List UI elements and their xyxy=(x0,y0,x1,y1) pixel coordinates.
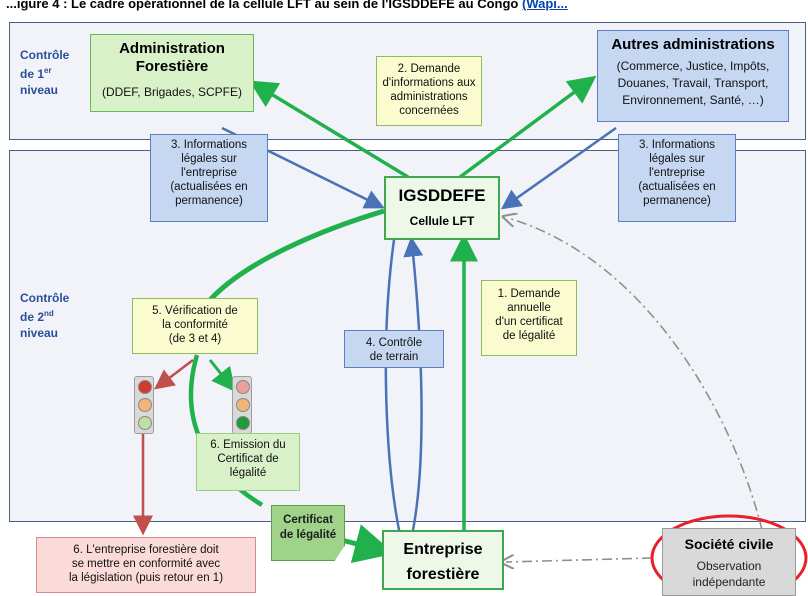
traffic-light-green xyxy=(232,376,252,434)
green-bulb-off-icon xyxy=(138,416,152,430)
admin-forestiere-subtitle: (DDEF, Brigades, SCPFE) xyxy=(101,85,243,99)
admin-forestiere-box: Administration Forestière (DDEF, Brigade… xyxy=(90,34,254,112)
certificat-legalite-document: Certificat de légalité xyxy=(271,505,345,561)
dashdot-societe-to-entreprise xyxy=(506,558,653,562)
arrow-entreprise-to-igsddefe-loop xyxy=(403,236,424,545)
caption-link[interactable]: (Wapi... xyxy=(521,0,568,11)
arrow-info-right-to-igsddefe xyxy=(500,126,617,210)
admin-forestiere-title-1: Administration xyxy=(119,40,225,57)
societe-civile-box: Société civile Observation indépendante xyxy=(662,528,796,596)
arrow-igsddefe-to-verification xyxy=(208,208,385,302)
amber-bulb-off-icon xyxy=(138,398,152,412)
autres-administrations-box: Autres administrations (Commerce, Justic… xyxy=(597,30,789,122)
arrow-igsddefe-to-autres-admin xyxy=(458,75,597,179)
demande-annuelle-box: 1. Demande annuelle d'un certificat de l… xyxy=(481,280,577,356)
amber-bulb-off-icon xyxy=(236,398,250,412)
admin-forestiere-title-2: Forestière xyxy=(135,58,209,75)
demande-informations-box: 2. Demande d'informations aux administra… xyxy=(376,56,482,126)
figure-caption: ...igure 4 : Le cadre opérationnel de la… xyxy=(6,0,806,14)
arrow-verification-to-green-light xyxy=(208,359,236,393)
verification-conformite-box: 5. Vérification de la conformité (de 3 e… xyxy=(132,298,258,354)
mise-en-conformite-box: 6. L'entreprise forestière doit se mettr… xyxy=(36,537,256,593)
dashdot-societe-to-igsddefe xyxy=(508,218,763,531)
emission-certificat-box: 6. Emission du Certificat de légalité xyxy=(196,433,300,491)
entreprise-forestiere-box: Entreprise forestière xyxy=(382,530,504,590)
informations-legales-left: 3. Informations légales sur l'entreprise… xyxy=(150,134,268,222)
societe-civile-highlight xyxy=(650,514,808,595)
green-bulb-on-icon xyxy=(236,416,250,430)
traffic-light-red xyxy=(134,376,154,434)
arrow-verification-to-red-light xyxy=(154,359,194,390)
igsddefe-box: IGSDDEFE Cellule LFT xyxy=(384,176,500,240)
first-level-label: Contrôle de 1er niveau xyxy=(20,48,70,97)
igsddefe-title: IGSDDEFE xyxy=(398,186,486,205)
informations-legales-right: 3. Informations légales sur l'entreprise… xyxy=(618,134,736,222)
igsddefe-subtitle: Cellule LFT xyxy=(409,214,475,228)
caption-text: ...igure 4 : Le cadre opérationnel de la… xyxy=(6,0,519,11)
autres-admin-title: Autres administrations xyxy=(611,36,775,53)
second-level-label: Contrôle de 2nd niveau xyxy=(20,291,70,340)
red-bulb-on-icon xyxy=(138,380,152,394)
controle-terrain-box: 4. Contrôle de terrain xyxy=(344,330,444,368)
arrow-igsddefe-to-admin-forestiere xyxy=(249,80,409,179)
red-bulb-off-icon xyxy=(236,380,250,394)
arrow-igsddefe-to-entreprise-loop xyxy=(384,239,404,545)
